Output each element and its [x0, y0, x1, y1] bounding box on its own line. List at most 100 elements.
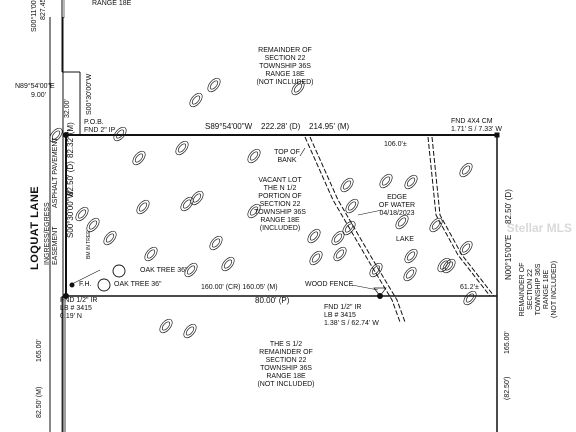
se-monument-line: FND 1/2" IR	[324, 304, 362, 311]
tree-symbol	[209, 235, 223, 251]
se-monument-label: FND 1/2" IR LB # 3415 1.38' S / 62.74' W	[324, 304, 379, 328]
tree-symbol-inner	[431, 220, 441, 230]
oak-tree-2-symbol	[97, 278, 111, 292]
tree-symbol-inner	[211, 238, 221, 248]
tree-symbol	[395, 214, 409, 230]
dim-61: 61.2'±	[460, 284, 479, 291]
tree-symbol-inner	[461, 165, 471, 175]
ne-monument-line: FND 4X4 CM	[451, 118, 493, 125]
tree-symbol	[184, 262, 198, 278]
tree-symbol	[221, 256, 235, 272]
remainder-north-line: TOWNSHIP 36S	[259, 63, 311, 70]
west-bearing: S00°30'00"W	[66, 190, 75, 238]
oak-tree-1-symbol	[112, 264, 126, 278]
remainder-east-line: SECTION 22	[527, 269, 534, 310]
remainder-east-block: REMAINDER OF SECTION 22 TOWNSHIP 36S RAN…	[519, 261, 559, 318]
tree-symbol-inner	[146, 249, 156, 259]
tree-symbol	[180, 196, 194, 212]
south-half-block: THE S 1/2 REMAINDER OF SECTION 22 TOWNSH…	[248, 341, 324, 389]
tree-symbol-inner	[335, 249, 345, 259]
tree-symbol	[340, 177, 354, 193]
top-of-bank-line	[304, 136, 401, 323]
north-bearing: S89°54'00"W	[205, 122, 253, 131]
tree-symbol	[291, 80, 305, 96]
tree-symbol-inner	[465, 293, 475, 303]
fh-label: F.H.	[79, 281, 92, 288]
tree-symbol-inner	[371, 265, 381, 275]
top-of-bank-label: TOP OF BANK	[272, 149, 302, 165]
tree-symbol	[345, 198, 359, 214]
tree-symbol-inner	[333, 233, 343, 243]
tree-symbol	[369, 262, 383, 278]
remainder-east-line: TOWNSHIP 36S	[535, 263, 542, 316]
tree-symbol	[437, 257, 451, 273]
tree-symbol-inner	[209, 80, 219, 90]
south-half-line: (NOT INCLUDED)	[257, 381, 315, 388]
tree-symbol-inner	[134, 153, 144, 163]
sw-monument-line: FND 1/2" IR	[60, 297, 98, 304]
tree-symbol-inner	[347, 201, 357, 211]
ne-monument	[494, 132, 500, 138]
tree-symbol-inner	[138, 202, 148, 212]
tree-symbol	[429, 217, 443, 233]
tree-symbol	[136, 199, 150, 215]
tree-symbol-inner	[223, 259, 233, 269]
pob-monument	[63, 132, 69, 138]
tree-symbol	[247, 148, 261, 164]
remainder-north-line: RANGE 18E	[265, 71, 305, 78]
edge-of-water-label: EDGE OF WATER 04/18/2023	[374, 194, 420, 218]
tree-symbol-inner	[397, 217, 407, 227]
se-monument-line: 1.38' S / 62.74' W	[324, 320, 379, 327]
tree-symbol	[379, 173, 393, 189]
tree-symbol	[132, 150, 146, 166]
tree-symbol	[183, 323, 197, 339]
bearing-top: S00°11'00"W	[31, 0, 38, 32]
remainder-north-line: REMAINDER OF	[258, 47, 312, 54]
tree-symbol	[459, 162, 473, 178]
top-of-bank-text: TOP OF	[274, 149, 300, 156]
tree-symbol	[331, 230, 345, 246]
tree-symbol-inner	[185, 326, 195, 336]
tree-symbol-inner	[381, 176, 391, 186]
tree-symbol-inner	[406, 251, 416, 261]
tree-symbol-inner	[115, 129, 125, 139]
south-dist-plat: 80.00' (P)	[255, 296, 290, 305]
tree-symbol-inner	[51, 130, 61, 140]
pob-line: P.O.B.	[84, 119, 104, 126]
tree-symbol	[49, 127, 63, 143]
remainder-north-block: REMAINDER OF SECTION 22 TOWNSHIP 36S RAN…	[250, 47, 320, 87]
sw-monument-line: 0.19' N	[60, 313, 82, 320]
tree-symbol-inner	[461, 243, 471, 253]
tree-symbol-inner	[88, 220, 98, 230]
tree-symbol	[103, 230, 117, 246]
south-half-line: TOWNSHIP 36S	[260, 365, 312, 372]
wood-fence-label: WOOD FENCE	[305, 281, 354, 288]
edge-of-water-line	[427, 136, 491, 297]
top-of-bank-text: BANK	[277, 157, 297, 164]
tree-symbol	[113, 126, 127, 142]
tree-symbol-inner	[161, 321, 171, 331]
south-half-line: REMAINDER OF	[259, 349, 313, 356]
west-dist-d: 82.50' (D)	[66, 161, 75, 196]
jog-bearing: N89°54'00"E	[15, 83, 55, 90]
tree-symbol-inner	[192, 193, 202, 203]
remainder-east-line: REMAINDER OF	[519, 262, 526, 317]
tree-symbol-inner	[444, 261, 454, 271]
vacant-lot-line: VACANT LOT	[258, 177, 302, 184]
tree-symbol	[463, 290, 477, 306]
vacant-lot-block: VACANT LOT THE N 1/2 PORTION OF SECTION …	[248, 177, 312, 233]
jog-dist: 9.00'	[31, 92, 46, 99]
easement-line-1: INGRESS/EGRESS	[44, 202, 51, 265]
tree-symbol	[404, 174, 418, 190]
tree-symbol-inner	[186, 265, 196, 275]
remainder-east-line: (NOT INCLUDED)	[551, 260, 558, 318]
tree-symbol-inner	[177, 143, 187, 153]
tree-symbol-inner	[406, 177, 416, 187]
tree-symbol-inner	[405, 269, 415, 279]
remainder-north-line: SECTION 22	[264, 55, 306, 62]
tree-symbol	[207, 77, 221, 93]
remainder-north-line: (NOT INCLUDED)	[256, 79, 314, 86]
tree-symbol	[247, 203, 261, 219]
tree-symbol-inner	[77, 209, 87, 219]
